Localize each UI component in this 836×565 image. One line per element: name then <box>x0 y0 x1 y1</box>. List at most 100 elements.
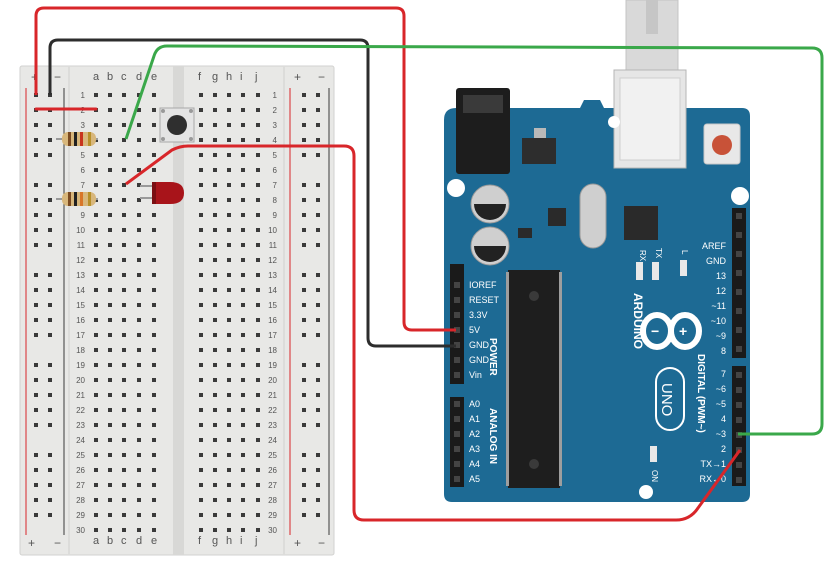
breadboard-hole[interactable] <box>241 378 245 382</box>
breadboard-hole[interactable] <box>94 123 98 127</box>
breadboard-hole[interactable] <box>122 363 126 367</box>
red-led[interactable] <box>140 182 184 204</box>
breadboard-hole[interactable] <box>137 303 141 307</box>
breadboard-hole[interactable] <box>241 528 245 532</box>
rail-hole[interactable] <box>34 213 38 217</box>
breadboard-hole[interactable] <box>94 528 98 532</box>
breadboard-hole[interactable] <box>241 408 245 412</box>
rail-hole[interactable] <box>316 198 320 202</box>
rail-hole[interactable] <box>34 408 38 412</box>
breadboard-hole[interactable] <box>256 168 260 172</box>
breadboard-hole[interactable] <box>137 483 141 487</box>
breadboard-hole[interactable] <box>199 483 203 487</box>
breadboard-hole[interactable] <box>94 438 98 442</box>
rail-hole[interactable] <box>316 513 320 517</box>
rail-hole[interactable] <box>48 138 52 142</box>
breadboard-hole[interactable] <box>199 408 203 412</box>
breadboard-hole[interactable] <box>137 198 141 202</box>
header-socket[interactable] <box>454 431 460 437</box>
breadboard-hole[interactable] <box>137 213 141 217</box>
breadboard-hole[interactable] <box>227 363 231 367</box>
breadboard-hole[interactable] <box>137 318 141 322</box>
rail-hole[interactable] <box>48 153 52 157</box>
rail-hole[interactable] <box>48 408 52 412</box>
breadboard-hole[interactable] <box>227 333 231 337</box>
rail-hole[interactable] <box>48 228 52 232</box>
rail-hole[interactable] <box>34 333 38 337</box>
breadboard-hole[interactable] <box>152 93 156 97</box>
breadboard-hole[interactable] <box>152 333 156 337</box>
breadboard-hole[interactable] <box>213 273 217 277</box>
header-socket[interactable] <box>736 402 742 408</box>
breadboard-hole[interactable] <box>241 228 245 232</box>
breadboard-hole[interactable] <box>256 363 260 367</box>
breadboard-hole[interactable] <box>256 438 260 442</box>
resistor-1[interactable] <box>56 132 98 146</box>
rail-hole[interactable] <box>34 513 38 517</box>
breadboard-hole[interactable] <box>199 303 203 307</box>
rail-hole[interactable] <box>302 318 306 322</box>
breadboard-hole[interactable] <box>227 468 231 472</box>
rail-hole[interactable] <box>48 333 52 337</box>
breadboard-hole[interactable] <box>199 258 203 262</box>
breadboard-hole[interactable] <box>94 93 98 97</box>
breadboard-hole[interactable] <box>199 333 203 337</box>
breadboard-hole[interactable] <box>122 423 126 427</box>
breadboard-hole[interactable] <box>213 108 217 112</box>
header-socket[interactable] <box>454 297 460 303</box>
breadboard-hole[interactable] <box>122 168 126 172</box>
breadboard-hole[interactable] <box>241 363 245 367</box>
breadboard-hole[interactable] <box>241 153 245 157</box>
breadboard-hole[interactable] <box>94 168 98 172</box>
breadboard-hole[interactable] <box>137 93 141 97</box>
breadboard-hole[interactable] <box>152 258 156 262</box>
breadboard-hole[interactable] <box>108 108 112 112</box>
breadboard-hole[interactable] <box>137 228 141 232</box>
header-socket[interactable] <box>454 461 460 467</box>
rail-hole[interactable] <box>302 453 306 457</box>
breadboard-hole[interactable] <box>256 483 260 487</box>
breadboard-hole[interactable] <box>227 228 231 232</box>
rail-hole[interactable] <box>316 483 320 487</box>
breadboard-hole[interactable] <box>108 393 112 397</box>
breadboard-hole[interactable] <box>152 318 156 322</box>
breadboard-hole[interactable] <box>122 243 126 247</box>
rail-hole[interactable] <box>48 513 52 517</box>
breadboard-hole[interactable] <box>94 408 98 412</box>
header-socket[interactable] <box>454 446 460 452</box>
breadboard-hole[interactable] <box>227 498 231 502</box>
breadboard-hole[interactable] <box>256 378 260 382</box>
breadboard-hole[interactable] <box>213 243 217 247</box>
breadboard-hole[interactable] <box>137 123 141 127</box>
breadboard-hole[interactable] <box>94 213 98 217</box>
breadboard-hole[interactable] <box>137 108 141 112</box>
header-socket[interactable] <box>736 270 742 276</box>
breadboard-hole[interactable] <box>199 123 203 127</box>
breadboard-hole[interactable] <box>108 363 112 367</box>
breadboard-hole[interactable] <box>122 333 126 337</box>
header-socket[interactable] <box>736 387 742 393</box>
breadboard-hole[interactable] <box>227 423 231 427</box>
breadboard-hole[interactable] <box>108 213 112 217</box>
wire-black-gnd-to-rail[interactable] <box>48 38 456 348</box>
rail-hole[interactable] <box>34 498 38 502</box>
breadboard-hole[interactable] <box>199 363 203 367</box>
breadboard-hole[interactable] <box>108 273 112 277</box>
breadboard-hole[interactable] <box>199 198 203 202</box>
breadboard-hole[interactable] <box>94 378 98 382</box>
rail-hole[interactable] <box>316 108 320 112</box>
breadboard-hole[interactable] <box>152 288 156 292</box>
rail-hole[interactable] <box>48 318 52 322</box>
breadboard-hole[interactable] <box>108 333 112 337</box>
breadboard-hole[interactable] <box>108 168 112 172</box>
rail-hole[interactable] <box>302 363 306 367</box>
breadboard-hole[interactable] <box>199 183 203 187</box>
rail-hole[interactable] <box>48 213 52 217</box>
rail-hole[interactable] <box>48 198 52 202</box>
rail-hole[interactable] <box>34 153 38 157</box>
rail-hole[interactable] <box>316 333 320 337</box>
breadboard-hole[interactable] <box>227 528 231 532</box>
rail-hole[interactable] <box>316 498 320 502</box>
breadboard-hole[interactable] <box>94 348 98 352</box>
breadboard-hole[interactable] <box>213 153 217 157</box>
